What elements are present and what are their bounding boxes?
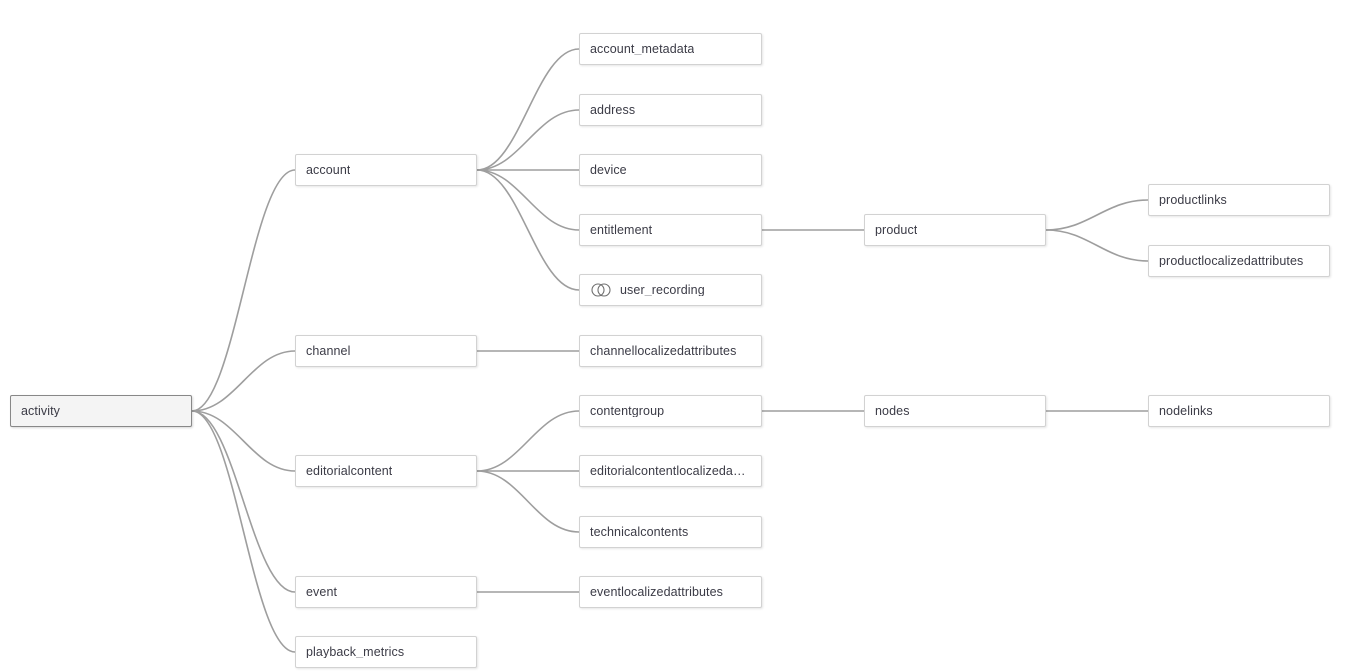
entity-node-label: product <box>875 223 918 237</box>
edge-product-to-productlocalizedattributes <box>1045 229 1149 262</box>
entity-node-label: productlinks <box>1159 193 1227 207</box>
entity-node-label: channellocalizedattributes <box>590 344 737 358</box>
edge-editorialcontent-to-contentgroup <box>476 410 580 472</box>
entity-node-editorialcontentlocalizeda[interactable]: editorialcontentlocalizeda… <box>579 455 762 487</box>
entity-node-label: account <box>306 163 351 177</box>
edge-activity-to-editorialcontent <box>191 410 296 472</box>
entity-node-label: nodelinks <box>1159 404 1213 418</box>
overlapping-circles-icon <box>590 283 612 297</box>
edge-activity-to-playback_metrics <box>191 410 296 653</box>
edge-activity-to-channel <box>191 350 296 412</box>
entity-node-productlinks[interactable]: productlinks <box>1148 184 1330 216</box>
entity-node-product[interactable]: product <box>864 214 1046 246</box>
entity-node-eventlocalizedattributes[interactable]: eventlocalizedattributes <box>579 576 762 608</box>
entity-node-account[interactable]: account <box>295 154 477 186</box>
entity-node-label: channel <box>306 344 351 358</box>
entity-node-label: entitlement <box>590 223 653 237</box>
edge-account-to-account_metadata <box>476 48 580 171</box>
entity-node-editorialcontent[interactable]: editorialcontent <box>295 455 477 487</box>
entity-node-productlocalizedattributes[interactable]: productlocalizedattributes <box>1148 245 1330 277</box>
entity-node-contentgroup[interactable]: contentgroup <box>579 395 762 427</box>
edge-activity-to-event <box>191 410 296 593</box>
entity-node-label: device <box>590 163 627 177</box>
entity-node-nodelinks[interactable]: nodelinks <box>1148 395 1330 427</box>
entity-node-technicalcontents[interactable]: technicalcontents <box>579 516 762 548</box>
entity-node-label: editorialcontentlocalizeda… <box>590 464 746 478</box>
entity-node-channel[interactable]: channel <box>295 335 477 367</box>
entity-node-label: technicalcontents <box>590 525 689 539</box>
edge-editorialcontent-to-technicalcontents <box>476 470 580 533</box>
entity-node-nodes[interactable]: nodes <box>864 395 1046 427</box>
entity-node-device[interactable]: device <box>579 154 762 186</box>
entity-node-user_recording[interactable]: user_recording <box>579 274 762 306</box>
entity-node-label: account_metadata <box>590 42 695 56</box>
entity-node-label: event <box>306 585 338 599</box>
edge-account-to-entitlement <box>476 169 580 231</box>
entity-node-label: eventlocalizedattributes <box>590 585 724 599</box>
entity-node-account_metadata[interactable]: account_metadata <box>579 33 762 65</box>
entity-node-label: address <box>590 103 636 117</box>
entity-node-label: contentgroup <box>590 404 665 418</box>
edge-account-to-address <box>476 109 580 171</box>
entity-node-event[interactable]: event <box>295 576 477 608</box>
entity-node-label: editorialcontent <box>306 464 393 478</box>
entity-node-label: nodes <box>875 404 910 418</box>
edge-activity-to-account <box>191 169 296 412</box>
entity-node-label: productlocalizedattributes <box>1159 254 1304 268</box>
entity-node-label: activity <box>21 404 61 418</box>
entity-node-address[interactable]: address <box>579 94 762 126</box>
entity-node-entitlement[interactable]: entitlement <box>579 214 762 246</box>
entity-node-playback_metrics[interactable]: playback_metrics <box>295 636 477 668</box>
entity-node-activity[interactable]: activity <box>10 395 192 427</box>
edge-product-to-productlinks <box>1045 199 1149 231</box>
entity-node-channellocalizedattributes[interactable]: channellocalizedattributes <box>579 335 762 367</box>
entity-node-label: user_recording <box>620 283 705 297</box>
entity-node-label: playback_metrics <box>306 645 405 659</box>
edge-account-to-user_recording <box>476 169 580 291</box>
